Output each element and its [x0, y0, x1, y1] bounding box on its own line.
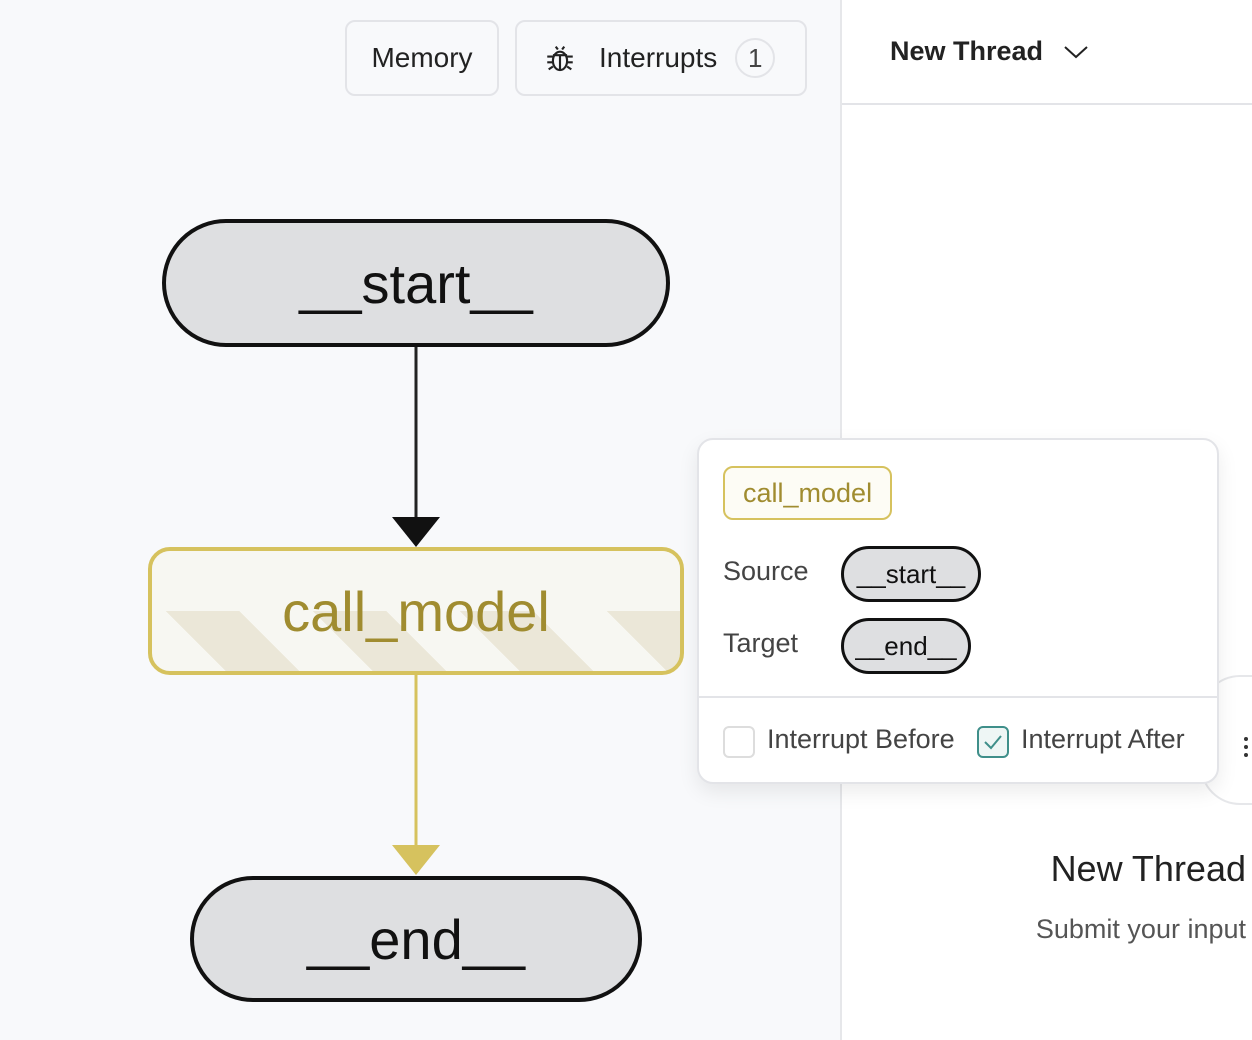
node-name-tag: call_model: [723, 466, 893, 520]
divider: [699, 696, 1217, 698]
memory-button[interactable]: Memory: [345, 20, 499, 96]
graph-edges: [392, 347, 440, 875]
empty-thread-subtitle: Submit your input: [1035, 914, 1246, 944]
target-label: Target: [723, 628, 799, 658]
memory-label: Memory: [371, 42, 473, 73]
drag-handle-icon: [1244, 737, 1252, 757]
interrupt-before-label[interactable]: Interrupt Before: [767, 724, 955, 754]
thread-title: New Thread: [890, 36, 1044, 66]
interrupt-before-checkbox[interactable]: [723, 726, 755, 758]
chevron-down-icon: [1064, 45, 1088, 58]
node-end[interactable]: __end__: [190, 876, 642, 1002]
checkmark-icon: [984, 735, 1002, 750]
node-call-model[interactable]: call_model: [148, 547, 684, 675]
node-start[interactable]: __start__: [162, 219, 670, 347]
node-details-popup: call_model Source __start__ Target __end…: [697, 438, 1219, 784]
interrupt-after-label[interactable]: Interrupt After: [1021, 724, 1185, 754]
interrupt-after-checkbox[interactable]: [977, 726, 1009, 758]
bug-icon: [547, 46, 573, 72]
edge-start-to-call-model: [392, 347, 440, 547]
node-start-label: __start__: [299, 251, 533, 315]
edge-call-model-to-end: [392, 675, 440, 875]
source-label: Source: [723, 556, 809, 586]
interrupts-label: Interrupts: [599, 42, 718, 73]
thread-selector[interactable]: New Thread: [842, 0, 1252, 105]
empty-thread-title: New Thread: [1050, 848, 1246, 889]
interrupts-button[interactable]: Interrupts 1: [515, 20, 807, 96]
node-end-label: __end__: [306, 907, 525, 971]
node-call-model-label: call_model: [282, 580, 550, 643]
target-node-pill[interactable]: __end__: [841, 618, 971, 674]
interrupts-count-badge: 1: [735, 38, 776, 78]
source-node-pill[interactable]: __start__: [841, 546, 981, 602]
